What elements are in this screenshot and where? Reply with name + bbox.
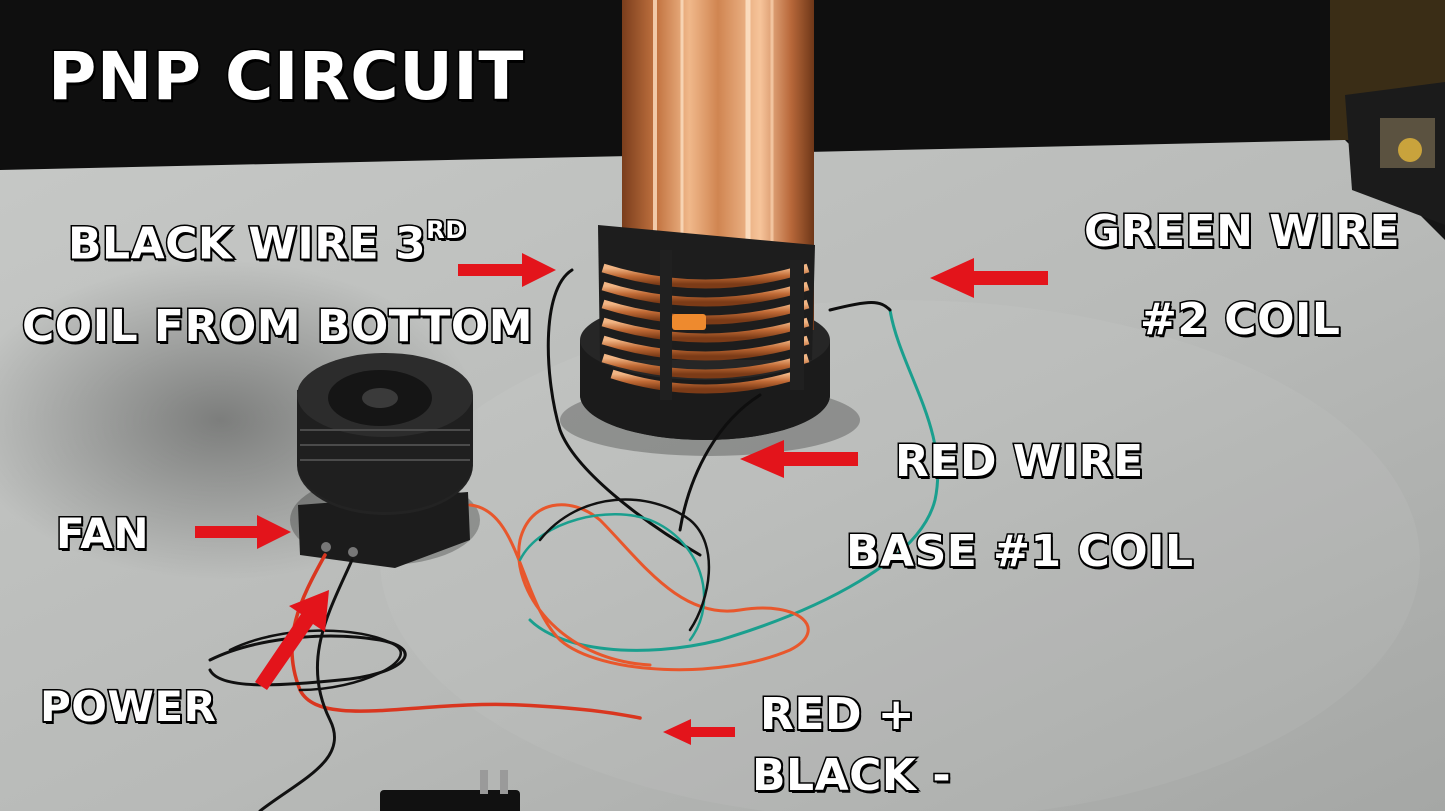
arrow-left-icon — [740, 440, 858, 478]
polarity-label-line2: BLACK - — [750, 750, 952, 801]
fan-label: FAN — [54, 509, 150, 558]
arrow-right-icon — [195, 515, 291, 549]
page-title: PNP CIRCUIT — [47, 38, 525, 115]
red-wire-label: RED WIRE — [894, 436, 1145, 487]
red-wire-label-line2: BASE #1 COIL — [845, 526, 1195, 577]
green-wire-label: GREEN WIRE — [1082, 206, 1401, 257]
arrow-left-icon — [930, 258, 1048, 298]
green-wire-label-line2: #2 COIL — [1138, 294, 1341, 345]
polarity-label: RED + — [758, 689, 916, 740]
arrow-right-icon — [458, 253, 556, 287]
arrow-left-icon — [663, 719, 735, 745]
arrow-up-right-icon — [255, 590, 329, 690]
black-wire-label-text: BLACK WIRE 3 — [66, 218, 427, 270]
black-wire-label: BLACK WIRE 3RD — [66, 216, 467, 270]
black-wire-label-superscript: RD — [425, 216, 467, 244]
power-label: POWER — [38, 682, 217, 731]
black-wire-label-line2: COIL FROM BOTTOM — [20, 301, 534, 352]
